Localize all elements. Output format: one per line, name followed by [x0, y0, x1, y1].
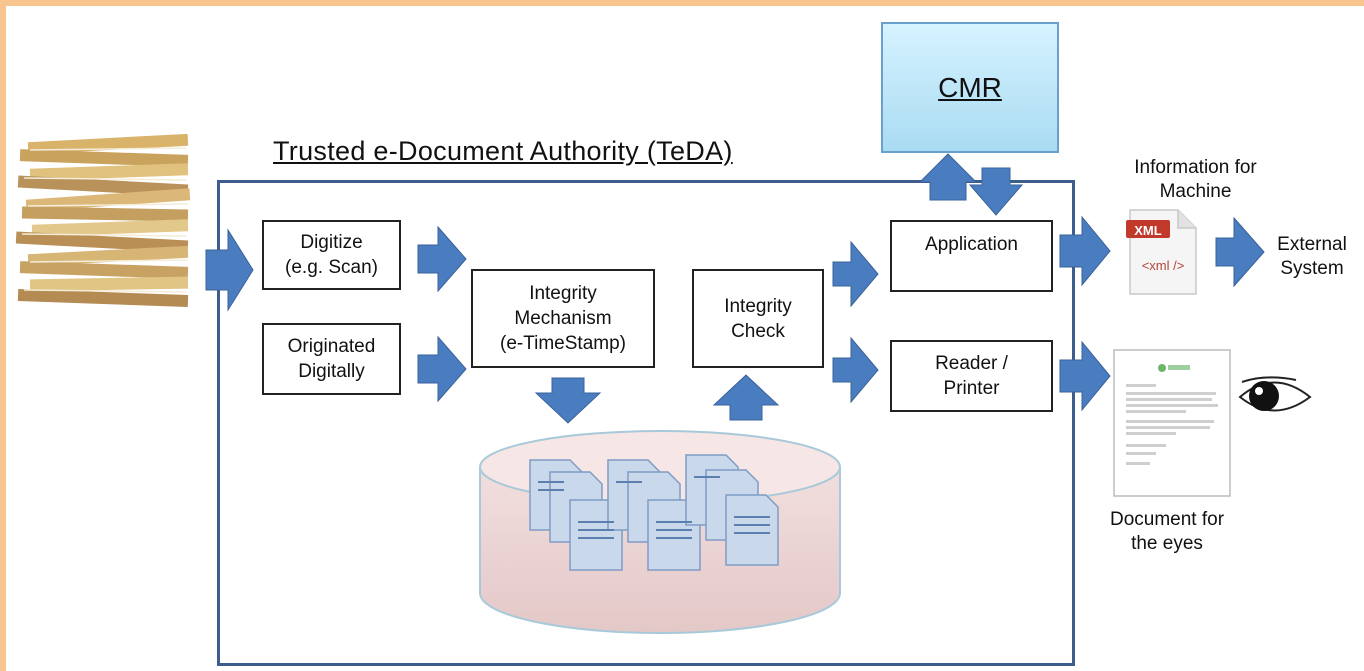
- cmr-label: CMR: [938, 71, 1002, 103]
- eye-icon: [1238, 376, 1312, 412]
- originated-digitally-box: Originated Digitally: [262, 323, 401, 395]
- arrow-to-xml: [1059, 215, 1111, 287]
- arrow-retrieve: [712, 374, 780, 421]
- arrow-reader: [832, 336, 879, 404]
- application-box: Application: [890, 220, 1053, 292]
- arrow-from-cmr: [968, 167, 1024, 216]
- integrity-check-box: Integrity Check: [692, 269, 824, 368]
- document-for-eyes-label: Document for the eyes: [1109, 509, 1225, 554]
- stored-documents-icon: [529, 454, 779, 571]
- arrow-store: [534, 377, 602, 424]
- paper-stack-icon: [15, 133, 191, 307]
- arrow-input: [205, 228, 254, 312]
- teda-title: Trusted e-Document Authority (TeDA): [273, 136, 733, 166]
- arrow-application: [832, 240, 879, 308]
- arrow-originated: [417, 335, 467, 403]
- teda-frame: [217, 180, 1075, 666]
- arrow-to-cmr: [918, 153, 978, 201]
- external-system-label: External System: [1277, 234, 1347, 279]
- arrow-digitize: [417, 225, 467, 293]
- cmr-box: CMR: [881, 22, 1059, 153]
- info-for-machine-label: Information for Machine: [1134, 157, 1257, 202]
- xml-badge: XML: [1134, 223, 1162, 238]
- left-border: [0, 0, 6, 671]
- document-page-icon: [1113, 349, 1231, 497]
- xml-file-icon: [1126, 209, 1197, 295]
- arrow-to-document: [1059, 340, 1111, 412]
- integrity-mechanism-box: Integrity Mechanism (e-TimeStamp): [471, 269, 655, 368]
- arrow-to-external: [1215, 216, 1265, 288]
- top-border: [0, 0, 1364, 6]
- xml-tag: <xml />: [1141, 258, 1185, 273]
- reader-printer-box: Reader / Printer: [890, 340, 1053, 412]
- digitize-box: Digitize (e.g. Scan): [262, 220, 401, 290]
